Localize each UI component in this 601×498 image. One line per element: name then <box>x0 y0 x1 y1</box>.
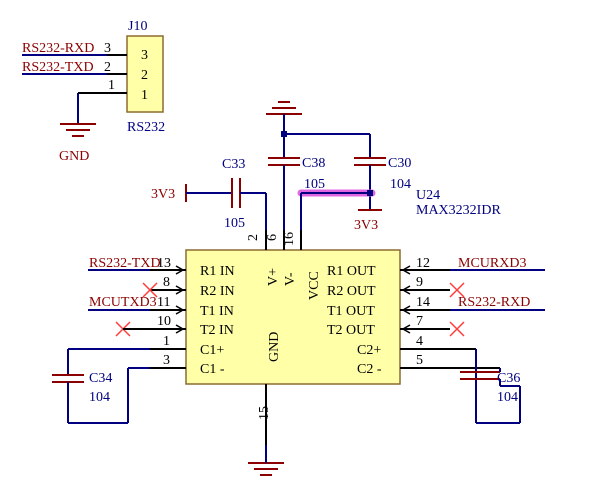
c36-ref: C36 <box>497 371 520 386</box>
pin-name: T1 IN <box>200 304 234 319</box>
ground-symbol <box>266 101 302 115</box>
connector-pin-number: 1 <box>108 78 115 93</box>
pin-number: 6 <box>265 234 280 241</box>
net-label-rs232-rxd: RS232-RXD <box>22 41 94 56</box>
connector-j10: J10 RS232 3 2 1 1 RS232-RXD RS232-TXD 3 … <box>22 19 165 164</box>
capacitor-c36: C36 104 <box>460 349 521 424</box>
c30-ref: C30 <box>388 156 411 171</box>
c38-value: 105 <box>304 177 325 192</box>
c34-value: 104 <box>89 390 110 405</box>
pin-name: C1+ <box>200 343 224 358</box>
net-label-rs232-rxd: RS232-RXD <box>458 295 530 310</box>
pin-number: 10 <box>157 314 171 329</box>
pin-number: 16 <box>282 232 297 246</box>
pin-name-vcc: VCC <box>307 271 322 300</box>
pin-name: T1 OUT <box>327 304 375 319</box>
pin-name: R1 OUT <box>327 264 376 279</box>
connector-name: RS232 <box>127 120 165 135</box>
pin-name: T2 OUT <box>327 323 375 338</box>
connector-pin-number: 3 <box>104 41 111 56</box>
c30-value: 104 <box>390 177 411 192</box>
gnd-label: GND <box>59 149 89 164</box>
c33-ref: C33 <box>222 157 245 172</box>
no-connect-marker <box>449 282 465 298</box>
pin-number: 9 <box>416 275 423 290</box>
pin-name: C1 - <box>200 362 225 377</box>
right-pins <box>400 265 500 369</box>
c38-ref: C38 <box>302 156 325 171</box>
net-label-mcutxd3: MCUTXD3 <box>89 295 157 310</box>
pin-name: C2+ <box>357 343 381 358</box>
pin-number: 11 <box>157 295 170 310</box>
junction-dot <box>367 190 373 196</box>
pin-name: T2 IN <box>200 323 234 338</box>
ic-u24: U24 MAX3232IDR 2 6 16 V+ V- VCC 15 GND <box>88 188 545 476</box>
pin-number: 3 <box>163 353 170 368</box>
power-label-3v3: 3V3 <box>354 218 378 233</box>
pin-number: 14 <box>416 295 430 310</box>
ic-part: MAX3232IDR <box>416 203 501 218</box>
connector-pin-label: 3 <box>141 48 148 63</box>
ground-symbol <box>248 462 284 476</box>
net-label-rs232-txd: RS232-TXD <box>89 256 161 271</box>
no-connect-marker <box>449 321 465 337</box>
ic-body <box>185 249 401 385</box>
no-connect-marker <box>142 282 158 298</box>
pin-name-vminus: V- <box>283 272 298 286</box>
c36-value: 104 <box>497 390 518 405</box>
pin-number: 12 <box>416 256 430 271</box>
pin-number: 1 <box>163 334 170 349</box>
pin-number: 5 <box>416 353 423 368</box>
left-pins <box>150 265 186 369</box>
pin-name: R1 IN <box>200 264 235 279</box>
connector-pin-label: 2 <box>141 68 148 83</box>
pin-number: 7 <box>416 314 423 329</box>
c34-ref: C34 <box>89 371 112 386</box>
pin-name-gnd: GND <box>267 332 282 362</box>
net-label-mcurxd3: MCURXD3 <box>458 256 526 271</box>
ic-designator: U24 <box>416 188 440 203</box>
connector-pin-label: 1 <box>141 88 148 103</box>
c33-value: 105 <box>224 216 245 231</box>
pin-number: 15 <box>257 406 272 420</box>
pin-number: 8 <box>163 275 170 290</box>
top-power-network: C38 105 C30 104 3V3 3V3 C33 105 <box>151 101 411 233</box>
pin-name: R2 OUT <box>327 284 376 299</box>
pin-number: 13 <box>157 256 171 271</box>
pin-name: C2 - <box>357 362 382 377</box>
connector-designator: J10 <box>128 19 147 34</box>
pin-number: 4 <box>416 334 423 349</box>
capacitor-c34: C34 104 <box>52 348 150 424</box>
ground-symbol <box>60 123 96 137</box>
power-label-3v3: 3V3 <box>151 187 175 202</box>
pin-name: R2 IN <box>200 284 235 299</box>
pin-name-vplus: V+ <box>266 268 281 286</box>
pin-number: 2 <box>246 234 261 241</box>
net-label-rs232-txd: RS232-TXD <box>22 60 94 75</box>
connector-pin-number: 2 <box>104 60 111 75</box>
